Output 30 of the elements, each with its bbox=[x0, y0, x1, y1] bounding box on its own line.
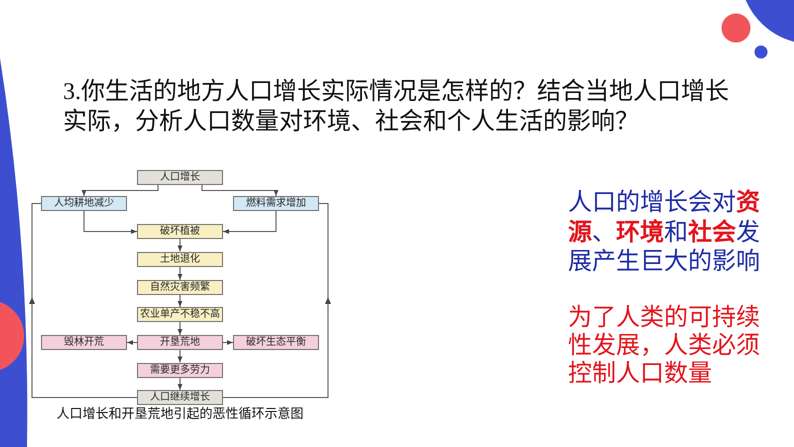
arrow bbox=[178, 322, 182, 336]
process-box: 人均耕地减少 bbox=[41, 196, 127, 211]
arrow bbox=[126, 340, 138, 345]
question-heading: 3.你生活的地方人口增长实际情况是怎样的？结合当地人口增长实际，分析人口数量对环境、社会和个人生活的影响？ bbox=[63, 78, 730, 137]
process-box: 需要更多劳力 bbox=[137, 362, 223, 378]
process-box: 人口增长 bbox=[137, 170, 223, 185]
conclusion-text: 为了人类的可持续性发展，人类必须控制人口数量 bbox=[568, 303, 761, 387]
process-box: 毁林开荒 bbox=[41, 335, 127, 350]
process-box: 破坏生态平衡 bbox=[233, 335, 319, 350]
arrow bbox=[222, 203, 331, 398]
arrow bbox=[202, 184, 278, 196]
arrow bbox=[29, 203, 138, 398]
process-box: 农业单产不稳不高 bbox=[137, 307, 223, 322]
process-box: 燃料需求增加 bbox=[233, 196, 319, 211]
arrow bbox=[178, 377, 182, 390]
arrow bbox=[82, 184, 158, 196]
arrow bbox=[222, 340, 234, 345]
arrow bbox=[178, 238, 182, 252]
arrow bbox=[178, 350, 182, 363]
process-box: 自然灾害频繁 bbox=[137, 280, 223, 295]
arrow bbox=[178, 266, 182, 280]
figure-caption: 人口增长和开垦荒地引起的恶性循环示意图 bbox=[56, 407, 304, 423]
process-box: 土地退化 bbox=[137, 252, 223, 266]
arrow bbox=[84, 210, 138, 234]
statement-text: 人口的增长会对资源、环境和社会发展产生巨大的影响 bbox=[568, 188, 761, 276]
process-box: 破坏植被 bbox=[137, 224, 223, 239]
arrow bbox=[178, 294, 182, 308]
process-box: 人口继续增长 bbox=[137, 390, 223, 405]
arrow bbox=[222, 210, 276, 234]
process-box: 开垦荒地 bbox=[137, 335, 223, 350]
